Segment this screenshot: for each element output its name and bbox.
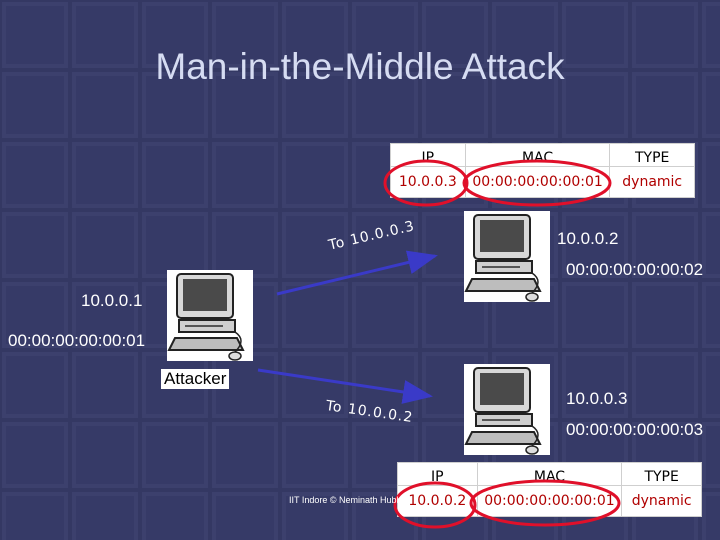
host-b-ip: 10.0.0.2 [557,229,619,248]
host-b-mac: 00:00:00:00:00:02 [566,260,704,279]
arp-table-bottom: IP MAC TYPE 10.0.0.2 00:00:00:00:00:01 d… [397,462,702,517]
slide-footer: IIT Indore © Neminath Hubballi [289,495,413,505]
host-a-mac: 00:00:00:00:00:01 [8,331,146,350]
attacker-label: Attacker [161,369,230,389]
header-type: TYPE [609,143,695,167]
cell-ip: 10.0.0.3 [390,166,466,198]
cell-mac: 00:00:00:00:00:01 [476,485,623,517]
host-a-ip: 10.0.0.1 [81,291,143,310]
header-mac: MAC [464,143,611,167]
arp-table-top: IP MAC TYPE 10.0.0.3 00:00:00:00:00:01 d… [390,143,695,198]
header-ip: IP [397,462,478,486]
computer-icon-host-c [464,364,550,455]
header-type: TYPE [621,462,702,486]
header-mac: MAC [476,462,623,486]
cell-type: dynamic [609,166,695,198]
computer-icon-host-a [167,270,253,361]
cell-type: dynamic [621,485,702,517]
cell-mac: 00:00:00:00:00:01 [464,166,611,198]
host-c-mac: 00:00:00:00:00:03 [566,420,704,439]
computer-icon-host-b [464,211,550,302]
host-c-ip: 10.0.0.3 [566,389,628,408]
slide-title: Man-in-the-Middle Attack [155,46,565,87]
header-ip: IP [390,143,466,167]
